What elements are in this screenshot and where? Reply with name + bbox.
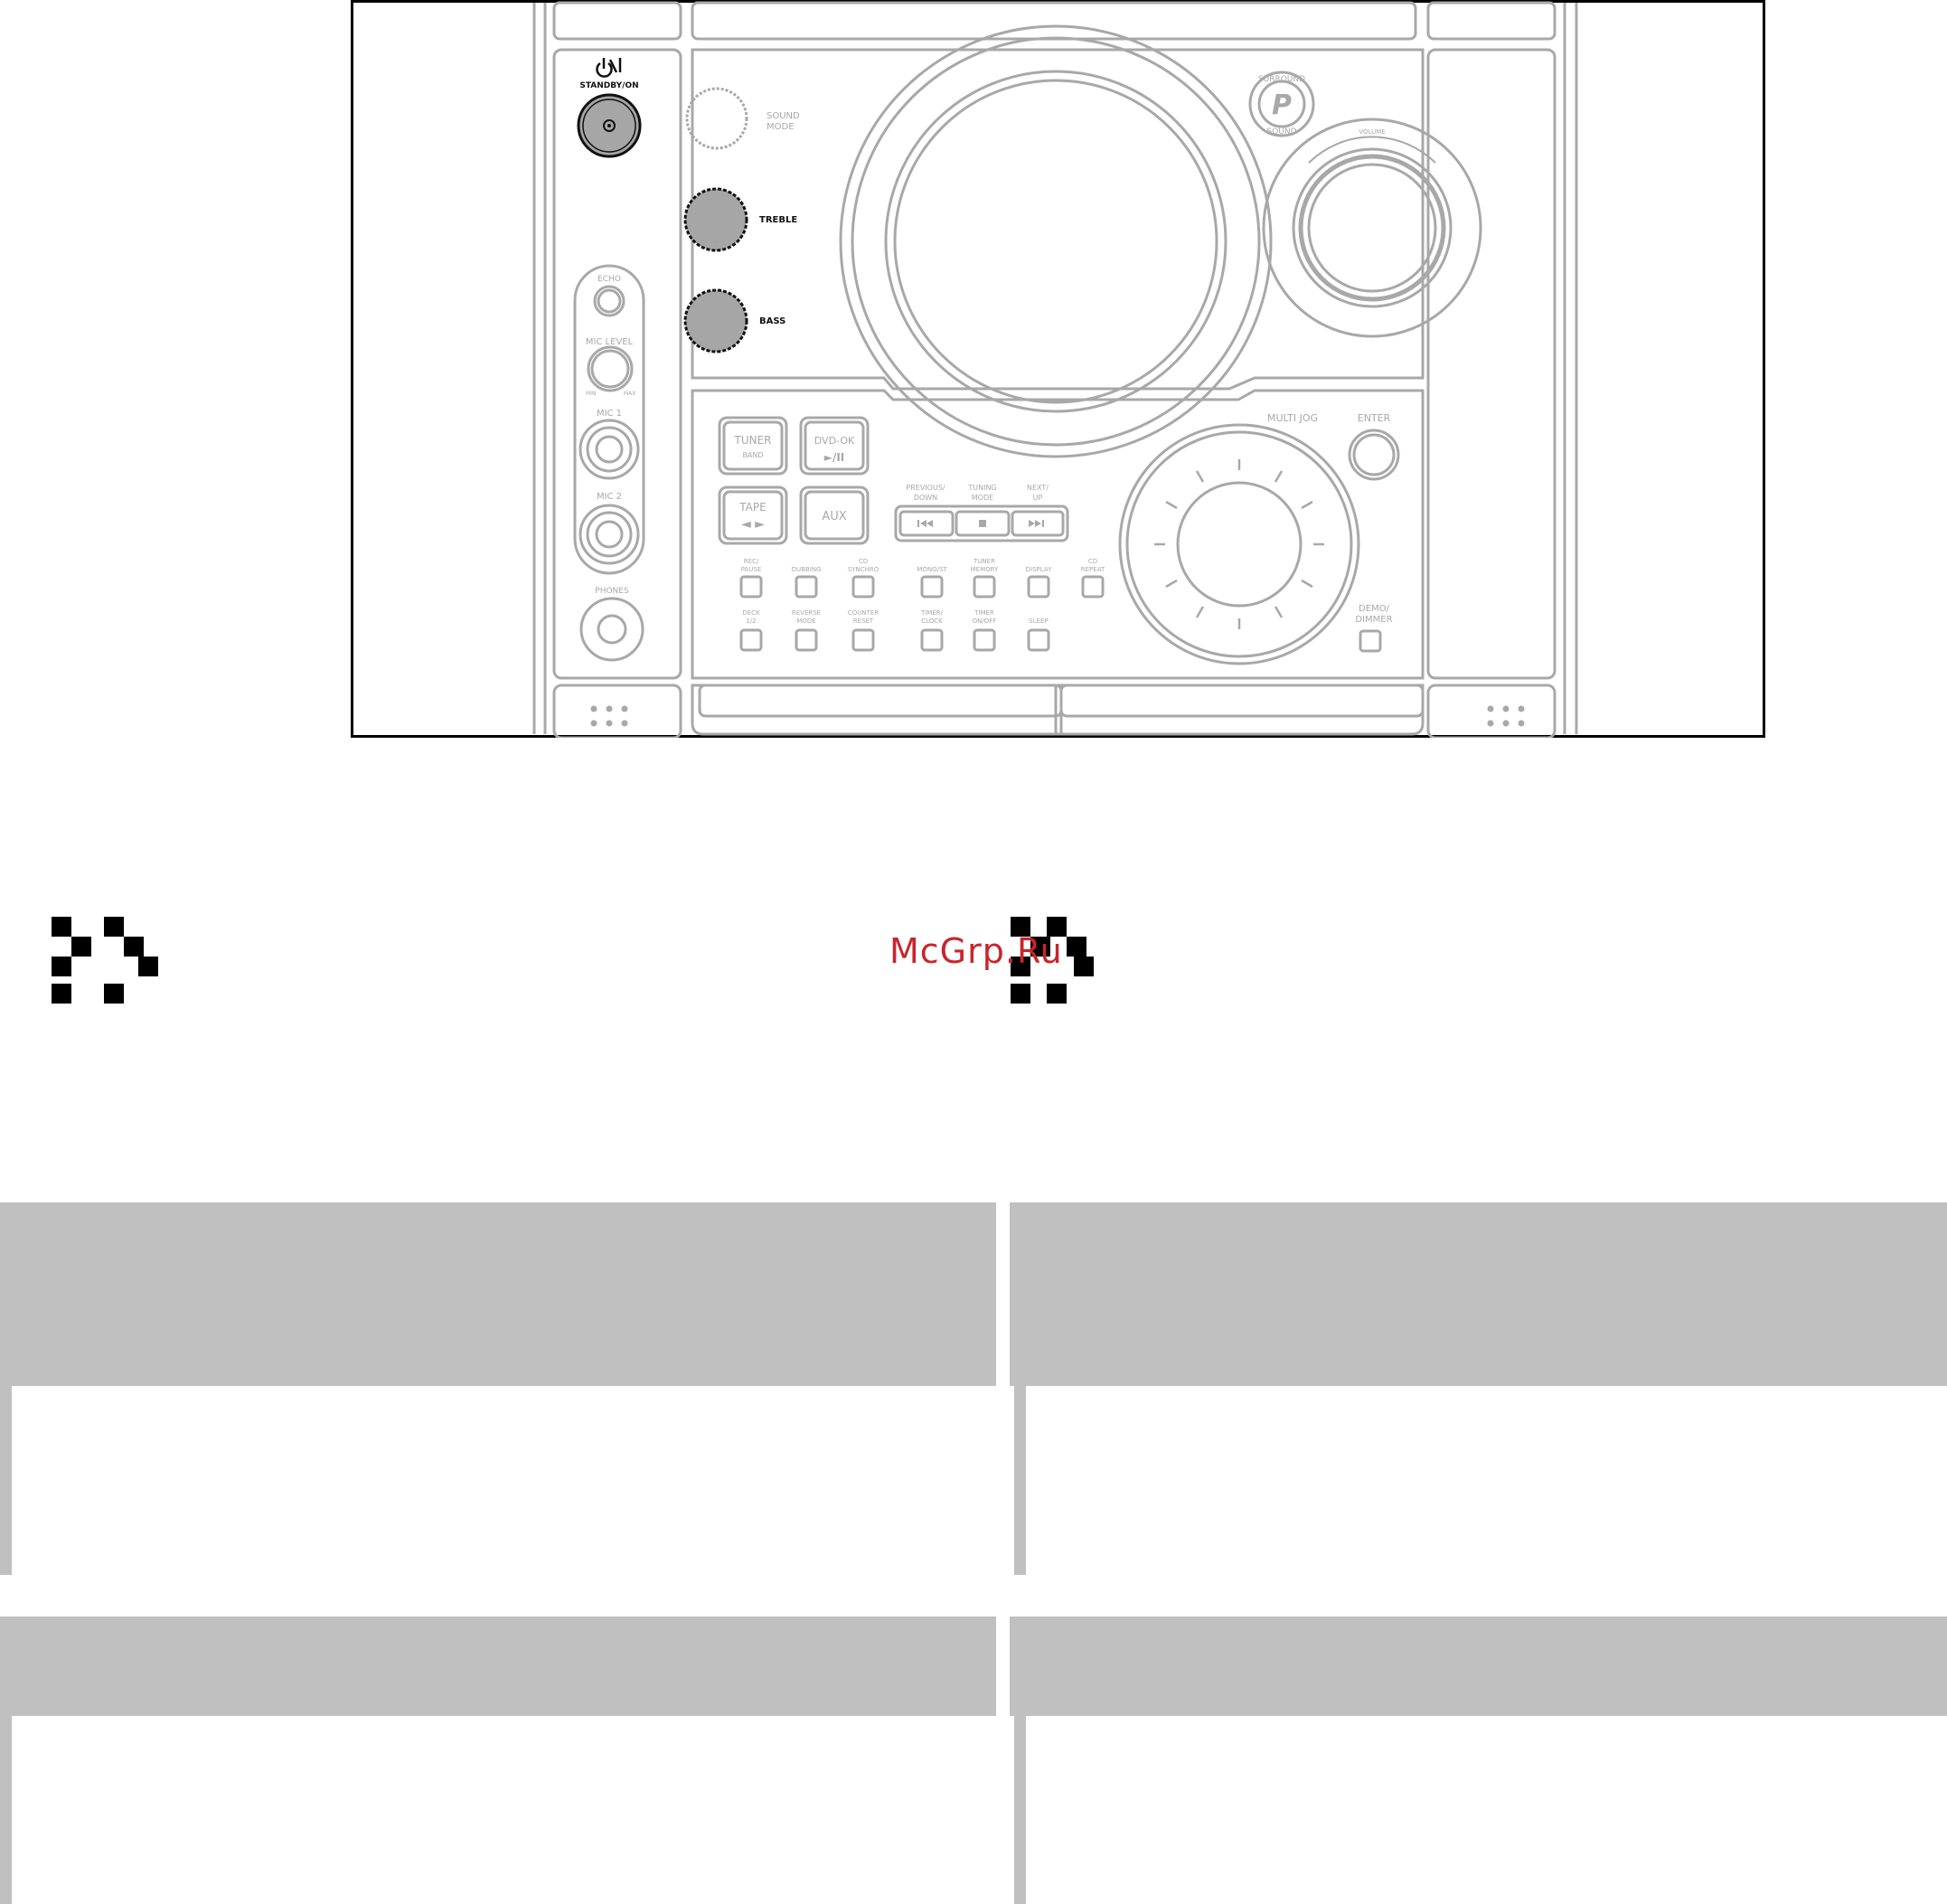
demo-label-2: DIMMER [1355, 615, 1392, 625]
treble-label: TREBLE [759, 215, 797, 225]
timer-onoff-label-2: ON/OFF [973, 617, 997, 625]
sound-mode-label-1: SOUND [767, 111, 800, 121]
echo-label: ECHO [597, 275, 621, 284]
double-chevron-icon [52, 917, 158, 1004]
mic2-label: MIC 2 [597, 492, 622, 502]
transport-icons [917, 520, 1044, 527]
table-header-right-2 [1010, 1617, 1947, 1716]
dubbing-label: DUBBING [792, 566, 822, 573]
surround-top-label: SURROUND [1258, 75, 1305, 84]
next-label-2: UP [1033, 494, 1043, 502]
jog-ticks [1154, 459, 1324, 629]
tuner-memory-label-2: MEMORY [971, 566, 999, 573]
volume-label: VOLUME [1359, 128, 1385, 136]
table-border-left-2 [0, 1716, 12, 1904]
reverse-label-1: REVERSE [792, 609, 821, 617]
rec-label-2: PAUSE [741, 566, 762, 573]
mic1-label: MIC 1 [597, 409, 622, 419]
deck-label-1: DECK [742, 609, 760, 617]
tuner-memory-label-1: TUNER [973, 558, 995, 565]
timer-clock-label-1: TIMER/ [920, 609, 944, 617]
timer-clock-label-2: CLOCK [921, 617, 943, 625]
table-border-left-1 [0, 1386, 12, 1575]
table-header-left-2 [0, 1617, 996, 1716]
table-border-right-1 [1014, 1386, 1026, 1575]
aux-label: AUX [822, 510, 846, 523]
tuner-sub-label: BAND [742, 451, 763, 459]
device-outline [532, 1, 1578, 738]
mic-level-min-label: MIN [586, 391, 596, 397]
sound-mode-label-2: MODE [767, 122, 795, 132]
cd-repeat-label-2: REPEAT [1081, 566, 1105, 573]
bass-label: BASS [759, 316, 785, 326]
cd-synchro-label-2: SYNCHRO [848, 566, 879, 573]
treble-knob [683, 187, 748, 252]
display-label: DISPLAY [1026, 566, 1052, 573]
power-icon [596, 58, 622, 78]
timer-onoff-label-1: TIMER [974, 609, 994, 617]
bass-knob [683, 288, 748, 353]
tape-label: TAPE [738, 501, 766, 514]
mic-level-label: MIC LEVEL [586, 337, 634, 347]
sleep-label: SLEEP [1029, 617, 1048, 625]
enter-label: ENTER [1358, 412, 1391, 424]
dvd-label: DVD-OK [814, 435, 855, 447]
tuning-label-2: MODE [972, 494, 993, 502]
table-border-right-2 [1014, 1716, 1026, 1904]
reverse-label-2: MODE [796, 617, 815, 625]
prev-label-2: DOWN [914, 494, 937, 502]
play-pause-icon: ►/II [824, 451, 845, 464]
mic-level-max-label: MAX [624, 391, 635, 397]
phones-label: PHONES [595, 587, 629, 596]
prev-label-1: PREVIOUS/ [906, 484, 945, 492]
table-header-left-1 [0, 1202, 996, 1386]
rec-label-1: REC/ [744, 558, 759, 565]
table-header-right-1 [1010, 1202, 1947, 1386]
cd-synchro-label-1: CD [859, 558, 868, 565]
speaker-dots [590, 705, 1525, 727]
mono-label: MONO/ST [917, 566, 947, 573]
counter-label-1: COUNTER [848, 609, 879, 617]
standby-label: STANDBY/ON [579, 81, 638, 90]
next-label-1: NEXT/ [1027, 484, 1049, 492]
standby-button [577, 93, 642, 158]
demo-label-1: DEMO/ [1359, 604, 1390, 614]
tuner-label: TUNER [733, 434, 771, 447]
cd-repeat-label-1: CD [1088, 558, 1097, 565]
tuning-label-1: TUNING [967, 484, 996, 492]
surround-bottom-label: SOUND [1266, 127, 1296, 137]
device-front-panel-diagram: STANDBY/ON SOUND MODE TREBLE BASS ECHO M… [351, 0, 1765, 738]
figure-frame [351, 0, 1765, 738]
double-chevron-icon [1011, 917, 1094, 1004]
multi-jog-label: MULTI JOG [1267, 412, 1318, 424]
surround-logo-icon: P [1272, 90, 1292, 121]
tape-direction-icon: ◄ ► [741, 517, 765, 532]
counter-label-2: RESET [853, 617, 874, 625]
deck-label-2: 1/2 [746, 617, 756, 625]
watermark: McGrp.Ru [889, 931, 1063, 971]
